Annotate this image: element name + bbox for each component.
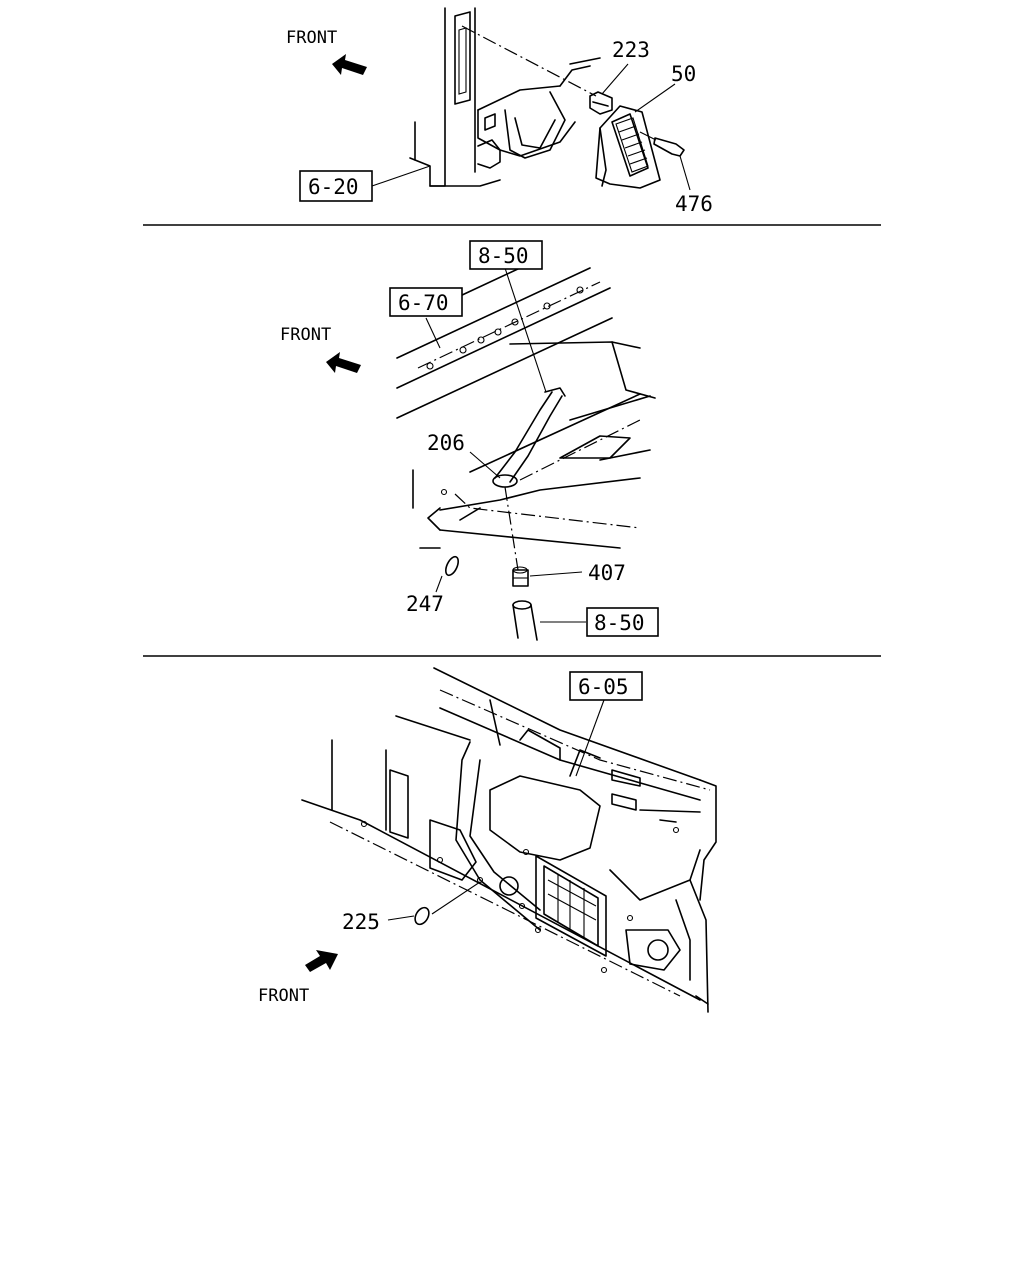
- callout-223: 223: [612, 38, 650, 62]
- front-label: FRONT: [286, 28, 337, 48]
- ref-8-50-lower: 8-50: [594, 611, 645, 635]
- callout-225: 225: [342, 910, 380, 934]
- ref-6-20: 6-20: [308, 175, 359, 199]
- front-label: FRONT: [280, 325, 331, 345]
- callout-407: 407: [588, 561, 626, 585]
- front-arrow-icon: [326, 352, 361, 373]
- front-label: FRONT: [258, 986, 309, 1006]
- callout-476: 476: [675, 192, 713, 216]
- ref-6-05: 6-05: [578, 675, 629, 699]
- callout-206: 206: [427, 431, 465, 455]
- callout-50: 50: [671, 62, 696, 86]
- callout-247: 247: [406, 592, 444, 616]
- panel-1-drain-cover: FRONT: [286, 7, 713, 216]
- front-arrow-icon: [305, 950, 338, 972]
- ref-8-50: 8-50: [478, 244, 529, 268]
- panel-2-drain-hose: FRONT: [280, 240, 659, 641]
- ref-6-70: 6-70: [398, 291, 449, 315]
- front-arrow-icon: [332, 54, 367, 75]
- panel-3-dash-panel: FRONT: [258, 667, 717, 1013]
